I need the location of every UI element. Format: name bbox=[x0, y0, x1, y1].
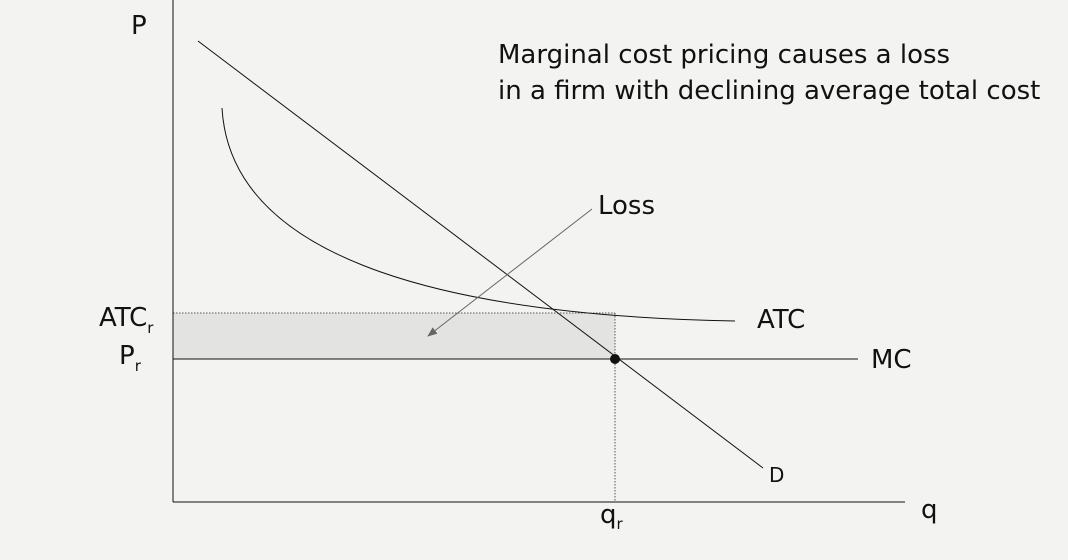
q-r-subscript: r bbox=[617, 515, 624, 533]
atc-r-subscript: r bbox=[147, 319, 154, 337]
atc-curve bbox=[221, 107, 736, 322]
q-r-main: q bbox=[600, 500, 617, 530]
axis-p-label: P bbox=[131, 11, 147, 41]
demand-line-label: D bbox=[769, 463, 784, 487]
loss-arrow bbox=[427, 208, 593, 337]
atc-curve-label: ATC bbox=[757, 305, 805, 335]
equilibrium-point bbox=[610, 354, 620, 364]
title-line-2: in a firm with declining average total c… bbox=[498, 76, 1040, 106]
demand-line bbox=[197, 40, 764, 469]
mc-line-label: MC bbox=[871, 345, 912, 375]
p-r-main: P bbox=[119, 341, 135, 371]
q-r-label: qr bbox=[600, 500, 624, 533]
atc-r-label: ATCr bbox=[99, 303, 154, 337]
atc-r-main: ATC bbox=[99, 303, 147, 333]
p-r-label: Pr bbox=[119, 341, 142, 375]
loss-label: Loss bbox=[598, 191, 655, 221]
axis-q-label: q bbox=[921, 495, 938, 525]
title-line-1: Marginal cost pricing causes a loss bbox=[498, 40, 950, 70]
loss-area bbox=[173, 313, 615, 359]
p-r-subscript: r bbox=[135, 357, 142, 375]
